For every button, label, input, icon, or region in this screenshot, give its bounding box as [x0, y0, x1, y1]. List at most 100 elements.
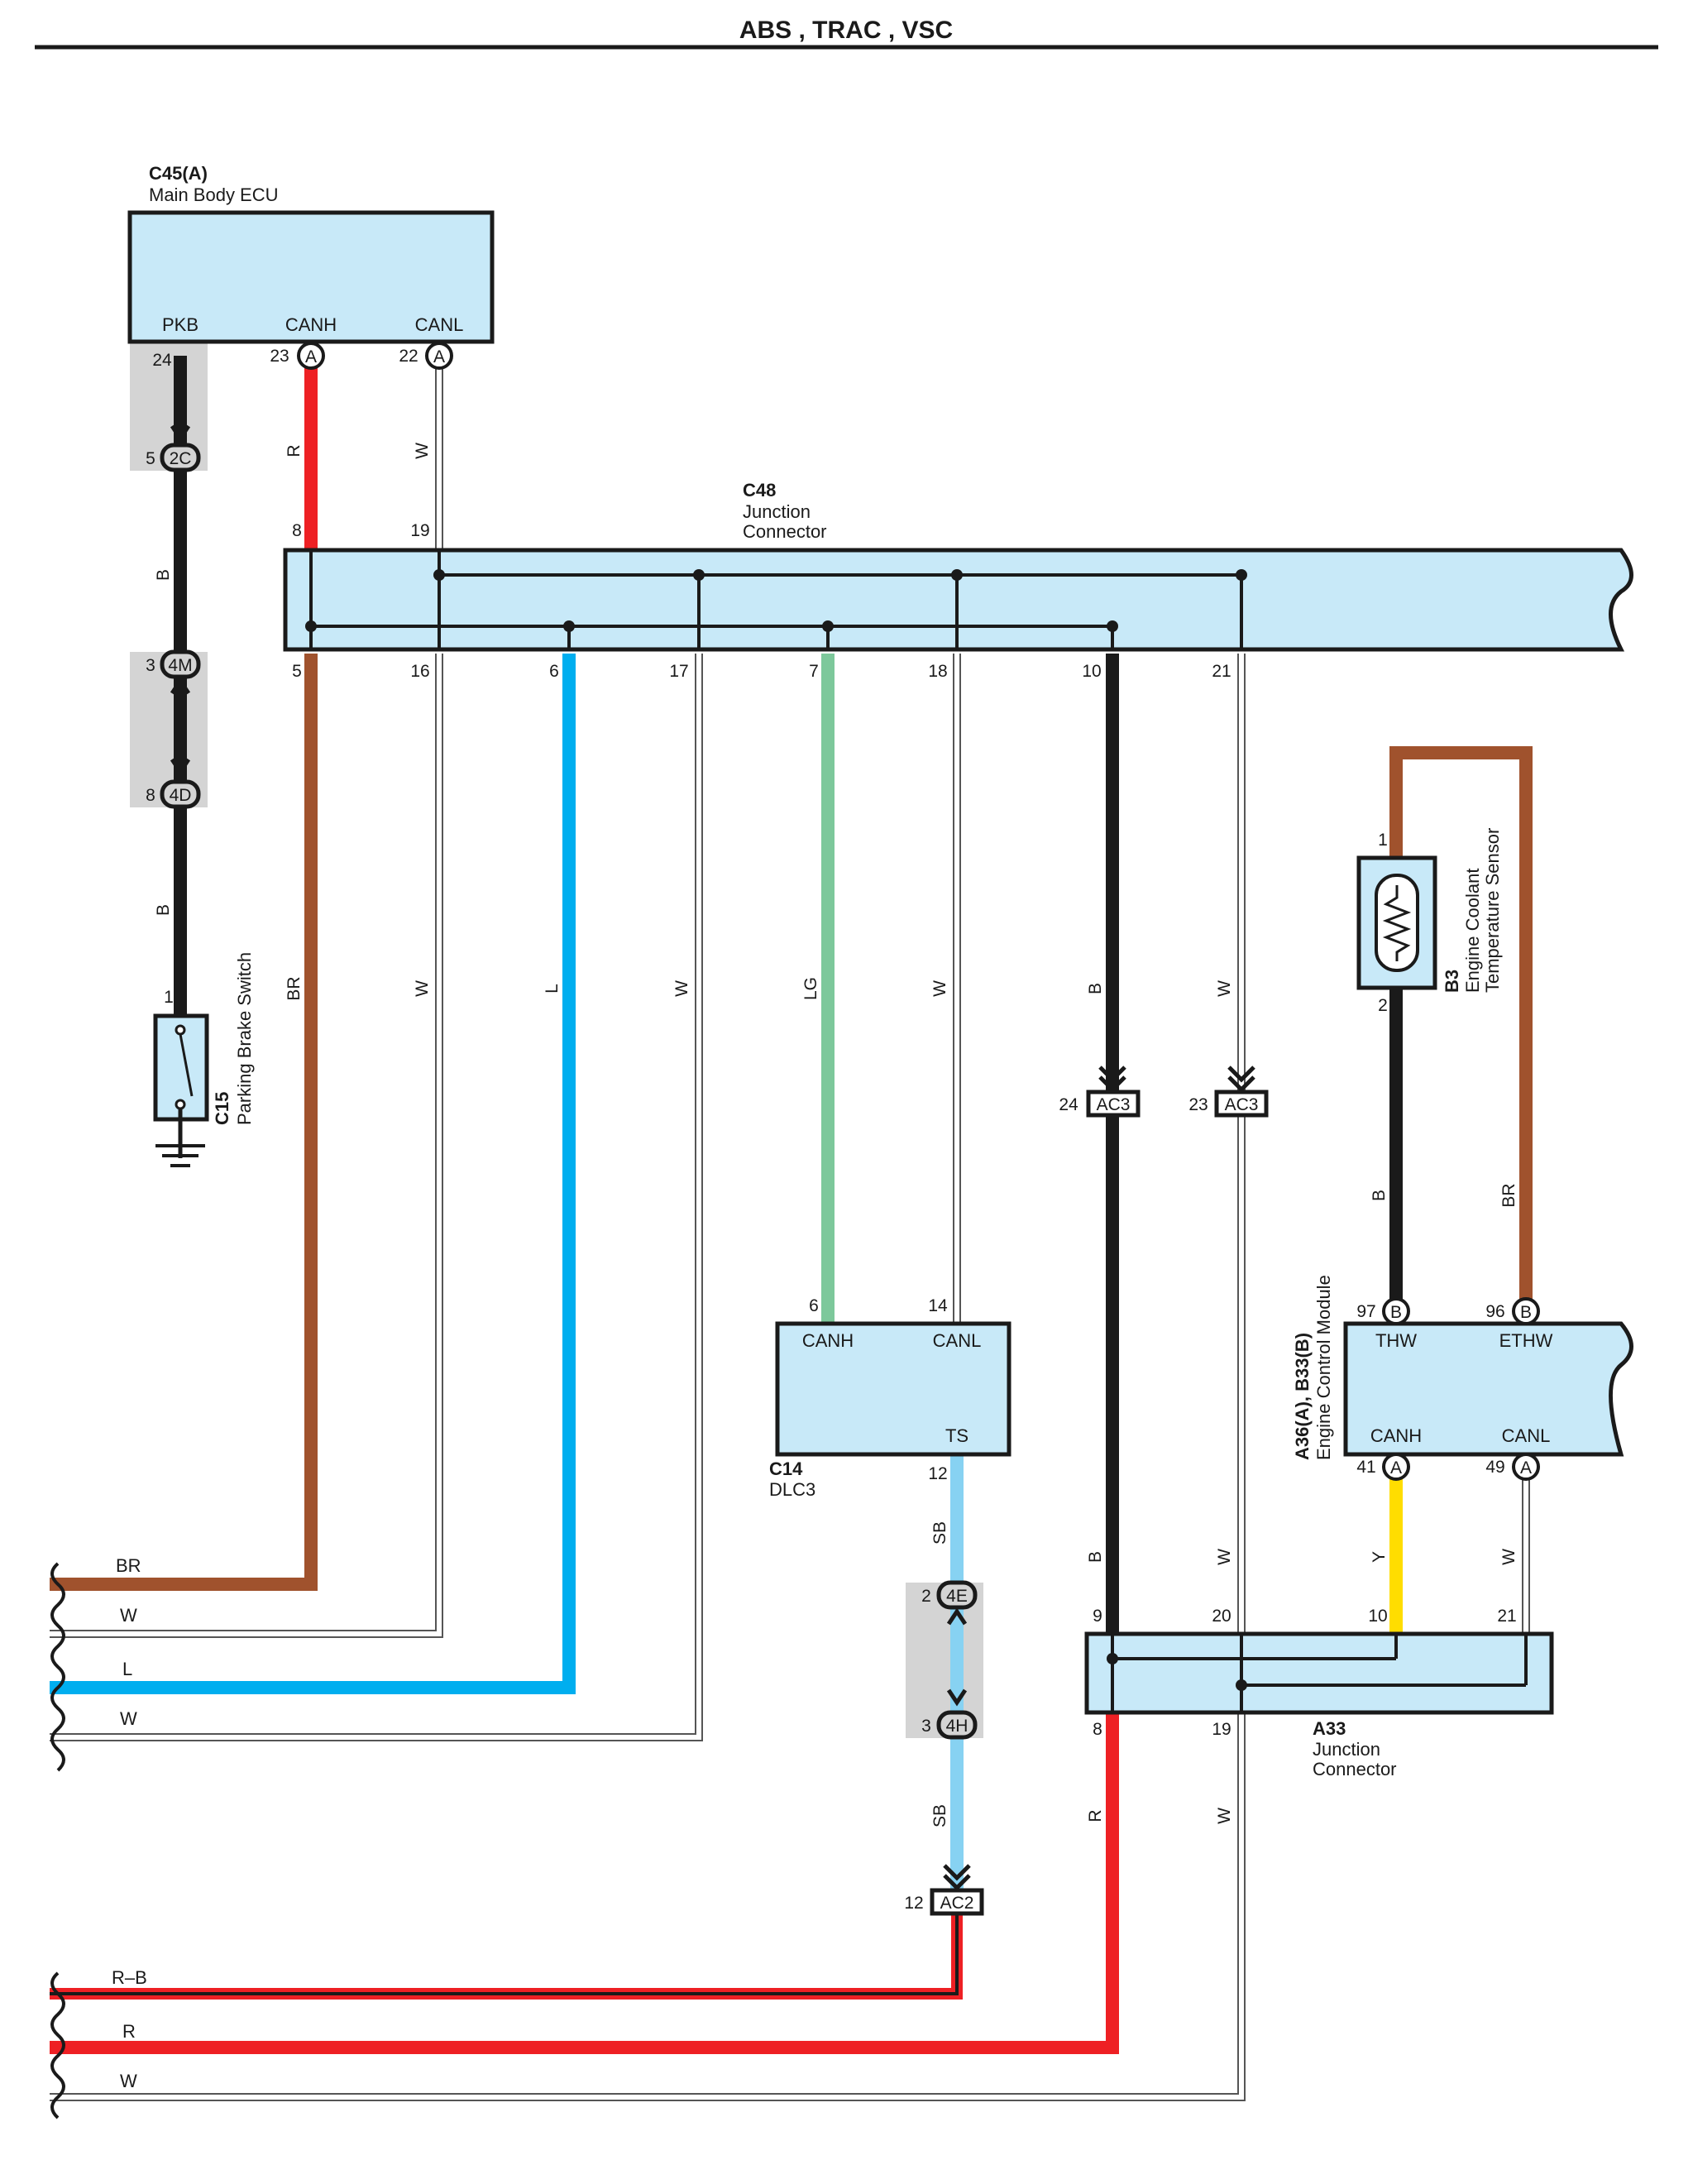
c45-term-canl: CANL	[415, 314, 464, 335]
wl-l-6: L	[543, 984, 562, 994]
svg-text:8: 8	[146, 786, 155, 805]
wire-rb	[50, 1911, 963, 2000]
svg-text:96: 96	[1485, 1302, 1504, 1321]
connector-ac3-b: AC3 23	[1188, 1066, 1269, 1118]
component-ecm: 97 B 96 B THW ETHW CANH CANL 41 A 49 A A…	[1292, 1275, 1633, 1481]
svg-text:4E: 4E	[946, 1587, 968, 1606]
cont-label-br: BR	[116, 1555, 141, 1576]
cont-label-w3: W	[120, 2071, 137, 2091]
wl-w-ac3: W	[1215, 1549, 1234, 1565]
c45-term-pkb: PKB	[162, 314, 198, 335]
c48-code: C48	[743, 480, 776, 500]
wl-w-c45: W	[413, 443, 432, 459]
svg-text:CANH: CANH	[1370, 1425, 1422, 1446]
connector-4m: 4M 3	[146, 649, 201, 695]
svg-text:9: 9	[1093, 1607, 1102, 1626]
svg-text:49: 49	[1485, 1458, 1504, 1477]
svg-text:B3: B3	[1442, 970, 1462, 993]
svg-text:16: 16	[410, 662, 429, 681]
svg-text:2: 2	[921, 1587, 931, 1606]
wire-w-16	[50, 654, 443, 1638]
wire-br-5	[50, 654, 318, 1591]
c45-code: C45(A)	[149, 163, 208, 184]
svg-text:Parking Brake Switch: Parking Brake Switch	[234, 952, 255, 1125]
svg-text:A: A	[1520, 1458, 1532, 1478]
svg-text:AC3: AC3	[1225, 1095, 1259, 1114]
wl-b-10: B	[1086, 983, 1105, 994]
cont-label-l: L	[122, 1659, 132, 1679]
continuation-breaks	[50, 1562, 65, 2119]
svg-text:10: 10	[1082, 662, 1101, 681]
svg-text:C15: C15	[212, 1092, 232, 1125]
cont-label-rb: R–B	[112, 1967, 147, 1988]
page-title: ABS , TRAC , VSC	[739, 17, 953, 44]
connector-4h: 4H 3	[921, 1688, 978, 1740]
wl-w-18: W	[930, 980, 949, 997]
svg-text:18: 18	[928, 662, 947, 681]
svg-text:21: 21	[1497, 1607, 1516, 1626]
svg-text:97: 97	[1356, 1302, 1375, 1321]
svg-text:AC2: AC2	[940, 1894, 974, 1913]
svg-text:2: 2	[1378, 996, 1388, 1015]
wl-r-c45: R	[285, 444, 304, 457]
svg-text:3: 3	[146, 656, 155, 675]
svg-text:23: 23	[1188, 1095, 1208, 1114]
c45-pin-24: 24	[152, 351, 172, 370]
svg-text:THW: THW	[1375, 1330, 1417, 1351]
component-c48: C48 Junction Connector 8 19 5 16 6 17 7 …	[283, 480, 1633, 681]
svg-text:Engine Control Module: Engine Control Module	[1313, 1275, 1334, 1460]
component-c15: 1 C15 Parking Brake Switch	[153, 952, 255, 1167]
c48-name-1: Junction	[743, 501, 811, 522]
wire-w-17	[50, 654, 703, 1741]
wire-r-a33	[50, 1712, 1119, 2054]
wl-w-21: W	[1215, 980, 1234, 997]
svg-text:19: 19	[410, 521, 429, 540]
svg-text:8: 8	[1093, 1720, 1102, 1739]
wl-b-pkb1: B	[154, 569, 173, 581]
svg-text:2C: 2C	[170, 449, 192, 468]
svg-text:21: 21	[1212, 662, 1231, 681]
c45-suffix-a1: A	[305, 347, 317, 366]
wl-w-a33: W	[1215, 1808, 1234, 1824]
wl-sb-4h: SB	[930, 1804, 949, 1827]
svg-text:3: 3	[921, 1717, 931, 1736]
svg-text:10: 10	[1368, 1607, 1387, 1626]
svg-text:4H: 4H	[946, 1717, 968, 1736]
svg-text:AC3: AC3	[1097, 1095, 1131, 1114]
component-c14: 6 14 CANH CANL TS 12 C14 DLC3	[769, 1296, 1011, 1500]
component-b3: 1 2 B3 Engine Coolant Temperature Sensor	[1356, 828, 1503, 1015]
connector-ac3-a: AC3 24	[1059, 1066, 1141, 1118]
c45-suffix-a2: A	[433, 347, 445, 366]
svg-text:4M: 4M	[168, 656, 192, 675]
wl-r-a33: R	[1086, 1809, 1105, 1822]
svg-text:B: B	[1520, 1303, 1532, 1322]
connector-2c: 2C 5	[146, 424, 201, 472]
svg-text:TS: TS	[945, 1425, 968, 1446]
svg-text:8: 8	[292, 521, 302, 540]
wl-w-17: W	[672, 980, 691, 997]
c48-name-2: Connector	[743, 521, 827, 542]
svg-text:12: 12	[928, 1464, 947, 1483]
svg-text:C14: C14	[769, 1458, 803, 1479]
connector-ac2: AC2 12	[904, 1864, 984, 1916]
svg-text:B: B	[1390, 1303, 1402, 1322]
connector-4e: 4E 2	[921, 1580, 978, 1626]
cont-label-w1: W	[120, 1605, 137, 1626]
svg-text:5: 5	[146, 449, 155, 468]
svg-text:24: 24	[1059, 1095, 1078, 1114]
svg-text:Engine Coolant: Engine Coolant	[1462, 869, 1483, 993]
wl-br-5: BR	[285, 976, 304, 1000]
connector-4d: 4D 8	[146, 758, 201, 809]
wl-y-ecm: Y	[1370, 1551, 1389, 1563]
svg-text:17: 17	[669, 662, 688, 681]
svg-text:A: A	[1390, 1458, 1402, 1478]
svg-text:ETHW: ETHW	[1499, 1330, 1553, 1351]
svg-text:CANL: CANL	[933, 1330, 982, 1351]
wl-sb-ts: SB	[930, 1521, 949, 1545]
wl-w-16: W	[413, 980, 432, 997]
svg-text:Junction: Junction	[1313, 1739, 1380, 1760]
svg-text:6: 6	[549, 662, 559, 681]
svg-text:5: 5	[292, 662, 302, 681]
c45-pin-22: 22	[399, 347, 418, 366]
